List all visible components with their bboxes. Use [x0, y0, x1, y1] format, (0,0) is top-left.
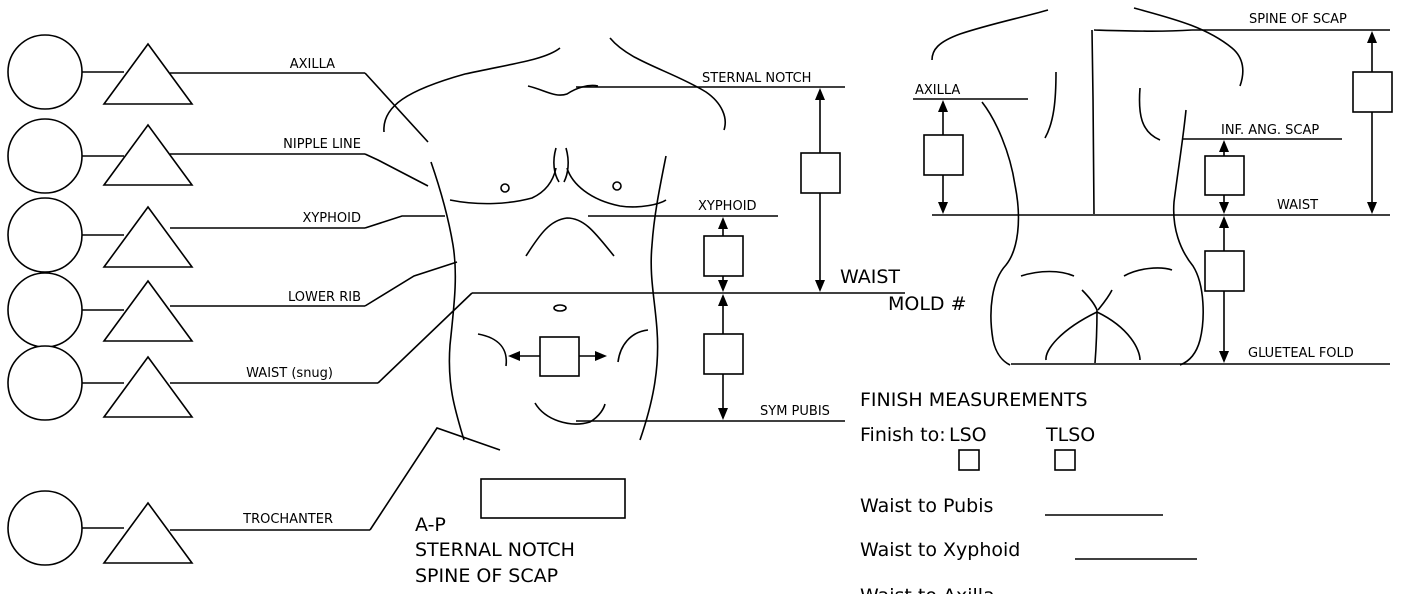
circumference-circle[interactable] [8, 119, 82, 193]
left-measurement-rows: AXILLA NIPPLE LINE XYPHOID LOWER RIB [8, 35, 378, 565]
ap-section: A-P STERNAL NOTCH SPINE OF SCAP [415, 479, 625, 587]
row-axilla: AXILLA [8, 35, 365, 109]
measurement-triangle[interactable] [104, 281, 192, 341]
finish-heading: FINISH MEASUREMENTS [860, 389, 1088, 411]
finish-measurements: FINISH MEASUREMENTS Finish to: LSO TLSO … [860, 389, 1197, 594]
label-axilla: AXILLA [290, 57, 335, 72]
row-nipple-line: NIPPLE LINE [8, 119, 365, 193]
measurement-triangle[interactable] [104, 503, 192, 563]
circumference-circle[interactable] [8, 198, 82, 272]
circumference-circle[interactable] [8, 35, 82, 109]
measurement-triangle[interactable] [104, 207, 192, 267]
ap-spine-of-scap: SPINE OF SCAP [415, 565, 558, 587]
label-gluteal-fold: GLUETEAL FOLD [1248, 346, 1354, 361]
option-lso-label: LSO [949, 424, 987, 446]
row-waist-snug: WAIST (snug) [8, 346, 378, 420]
finish-to-label: Finish to: [860, 424, 946, 446]
sternal-to-waist-box[interactable] [801, 153, 840, 193]
row-trochanter: TROCHANTER [8, 491, 370, 565]
measurement-triangle[interactable] [104, 125, 192, 185]
label-nipple-line: NIPPLE LINE [283, 137, 361, 152]
leader-lines [365, 73, 500, 530]
label-lower-rib: LOWER RIB [288, 290, 361, 305]
front-measurement-lines: STERNAL NOTCH XYPHOID WAIST MOLD # SYM P… [472, 71, 967, 421]
finish-row-waist-to-pubis: Waist to Pubis [860, 495, 993, 517]
circumference-circle[interactable] [8, 346, 82, 420]
back-spine-to-waist-box[interactable] [1353, 72, 1392, 112]
ap-measurement-box[interactable] [481, 479, 625, 518]
label-waist-snug: WAIST (snug) [246, 366, 333, 381]
width-box[interactable] [540, 337, 579, 376]
row-lower-rib: LOWER RIB [8, 273, 365, 347]
back-axilla-to-waist-box[interactable] [924, 135, 963, 175]
back-waist-to-gluteal-box[interactable] [1205, 251, 1244, 291]
label-sternal-notch: STERNAL NOTCH [702, 71, 811, 86]
tlso-checkbox[interactable] [1055, 450, 1075, 470]
circumference-circle[interactable] [8, 491, 82, 565]
measurement-triangle[interactable] [104, 357, 192, 417]
label-trochanter: TROCHANTER [242, 512, 333, 527]
row-xyphoid: XYPHOID [8, 198, 365, 272]
label-spine-of-scap: SPINE OF SCAP [1249, 12, 1347, 27]
finish-row-waist-to-axilla: Waist to Axilla [860, 585, 995, 594]
ap-sternal-notch: STERNAL NOTCH [415, 539, 575, 561]
back-measurement-lines: SPINE OF SCAP AXILLA INF. ANG. SCAP WAIS… [913, 12, 1392, 364]
circumference-circle[interactable] [8, 273, 82, 347]
label-mold-number: MOLD # [888, 293, 967, 315]
front-torso-figure [384, 38, 725, 440]
measurement-triangle[interactable] [104, 44, 192, 104]
ap-label: A-P [415, 514, 446, 536]
label-waist-back: WAIST [1277, 198, 1318, 213]
xyphoid-to-waist-box[interactable] [704, 236, 743, 276]
label-waist-front: WAIST [840, 266, 900, 288]
back-scap-to-waist-box[interactable] [1205, 156, 1244, 195]
label-xyphoid: XYPHOID [302, 211, 361, 226]
label-axilla-back: AXILLA [915, 83, 960, 98]
finish-row-waist-to-xyphoid: Waist to Xyphoid [860, 539, 1020, 561]
label-inf-ang-scap: INF. ANG. SCAP [1221, 123, 1319, 138]
label-sym-pubis: SYM PUBIS [760, 404, 830, 419]
lso-checkbox[interactable] [959, 450, 979, 470]
option-tlso-label: TLSO [1045, 424, 1095, 446]
waist-to-pubis-box[interactable] [704, 334, 743, 374]
back-torso-figure [932, 8, 1243, 365]
label-xyphoid-front: XYPHOID [698, 199, 757, 214]
